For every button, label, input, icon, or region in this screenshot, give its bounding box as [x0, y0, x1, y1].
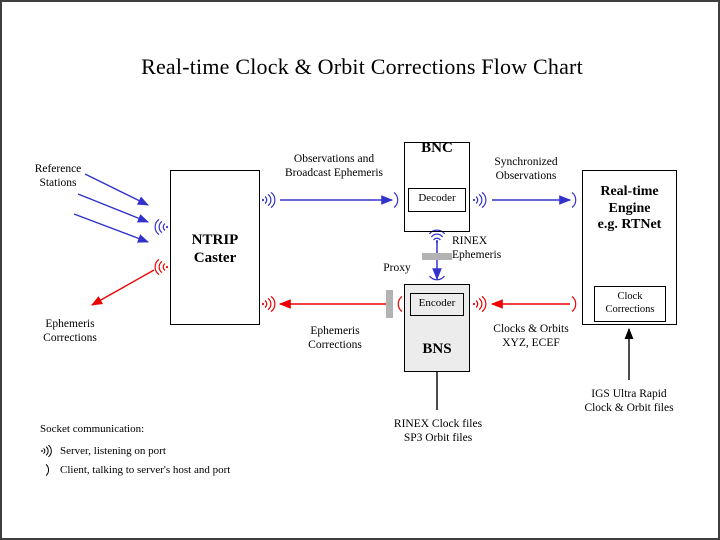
igs-files-label: IGS Ultra Rapid Clock & Orbit files: [564, 387, 694, 415]
synchronized-observations-label: Synchronized Observations: [474, 155, 578, 183]
observations-broadcast-line2: Broadcast Ephemeris: [284, 167, 384, 180]
page-title: Real-time Clock & Orbit Corrections Flow…: [141, 54, 583, 79]
legend-server-text: Server, listening on port: [60, 445, 166, 457]
realtime-engine-label-line1: Real-time: [600, 184, 659, 199]
ephemeris-corrections-mid-line1: Ephemeris: [310, 325, 360, 337]
igs-files-line1: IGS Ultra Rapid: [591, 388, 667, 400]
ntrip-caster-label-line2: Caster: [193, 249, 237, 266]
client-socket-icon-legend: [44, 463, 55, 477]
rinex-ephemeris-line2: Ephemeris: [452, 249, 502, 262]
server-socket-icon-bns-right-red: [472, 295, 488, 313]
server-socket-icon-legend: [40, 444, 55, 458]
observations-broadcast-label: Observations and Broadcast Ephemeris: [264, 152, 404, 180]
clocks-orbits-line2: XYZ, ECEF: [502, 337, 560, 350]
server-socket-icon-caster-right-blue: [261, 191, 277, 209]
realtime-engine-label: Real-time Engine e.g. RTNet: [582, 184, 677, 234]
proxy-label: Proxy: [383, 262, 411, 274]
clock-corrections-label-line2: Corrections: [605, 303, 655, 315]
rinex-sp3-files-line1: RINEX Clock files: [393, 418, 483, 430]
realtime-engine-box[interactable]: [582, 170, 677, 325]
legend-server-row: Server, listening on port: [40, 444, 166, 458]
clocks-orbits-label: Clocks & Orbits XYZ, ECEF: [476, 322, 586, 350]
proxy-bar-icon-vertical: [422, 253, 452, 260]
server-socket-icon-bnc-right-blue: [472, 191, 488, 209]
reference-stations-label: Reference Stations: [12, 162, 104, 190]
ntrip-caster-box[interactable]: [170, 170, 260, 325]
ephemeris-corrections-left-label: Ephemeris Corrections: [30, 317, 110, 345]
encoder-box[interactable]: [410, 293, 464, 316]
ntrip-caster-label: NTRIP Caster: [170, 232, 260, 267]
reference-stations-line1: Reference: [34, 163, 82, 175]
synchronized-observations-line2: Observations: [495, 170, 557, 183]
observations-broadcast-line1: Observations and: [293, 153, 375, 165]
server-socket-icon-caster-right-red: [261, 295, 277, 313]
rinex-ephemeris-label: RINEX Ephemeris: [452, 234, 522, 262]
bnc-label: BNC: [421, 140, 453, 156]
rinex-sp3-files-line2: SP3 Orbit files: [403, 432, 473, 445]
decoder-label: Decoder: [418, 192, 456, 204]
realtime-engine-label-line2: Engine: [608, 200, 651, 216]
rinex-ephemeris-line1: RINEX: [452, 235, 488, 247]
bnc-box[interactable]: [404, 142, 470, 232]
legend-client-row: Client, talking to server's host and por…: [40, 463, 230, 477]
proxy-bar-icon-horizontal: [386, 290, 393, 318]
ephemeris-corrections-mid-line2: Corrections: [308, 339, 362, 352]
encoder-label: Encoder: [418, 297, 456, 309]
clock-corrections-label: Clock Corrections: [594, 291, 666, 316]
client-socket-icon-bnc-left-blue: [392, 191, 402, 209]
ephemeris-corrections-mid-label: Ephemeris Corrections: [287, 324, 383, 352]
bns-label: BNS: [422, 341, 452, 357]
ephemeris-corrections-left-line2: Corrections: [43, 332, 97, 345]
legend-client-text: Client, talking to server's host and por…: [60, 464, 231, 476]
client-socket-icon-bns-top-blue: [428, 274, 446, 284]
realtime-engine-label-line3: e.g. RTNet: [597, 217, 662, 233]
server-socket-icon-bnc-bottom-blue: [428, 228, 446, 244]
reference-stations-line2: Stations: [39, 177, 77, 190]
client-socket-icon-engine-left-blue: [570, 191, 580, 209]
client-socket-icon-bns-left-red: [394, 295, 404, 313]
clock-corrections-label-line1: Clock: [617, 291, 643, 302]
legend-title: Socket communication:: [40, 423, 145, 435]
clocks-orbits-line1: Clocks & Orbits: [493, 323, 569, 335]
rinex-sp3-files-label: RINEX Clock files SP3 Orbit files: [365, 417, 511, 445]
decoder-box[interactable]: [408, 188, 466, 212]
synchronized-observations-line1: Synchronized: [494, 156, 558, 168]
server-socket-icon-caster-left-red: [152, 258, 169, 276]
ephemeris-corrections-left-line1: Ephemeris: [45, 318, 95, 330]
clock-corrections-box[interactable]: [594, 286, 666, 322]
client-socket-icon-engine-left-red: [570, 295, 580, 313]
ntrip-caster-label-line1: NTRIP: [191, 232, 239, 248]
igs-files-line2: Clock & Orbit files: [584, 402, 674, 415]
server-socket-icon-caster-left-blue: [152, 218, 169, 236]
ephemeris-corrections-arrow-left: [91, 269, 155, 306]
